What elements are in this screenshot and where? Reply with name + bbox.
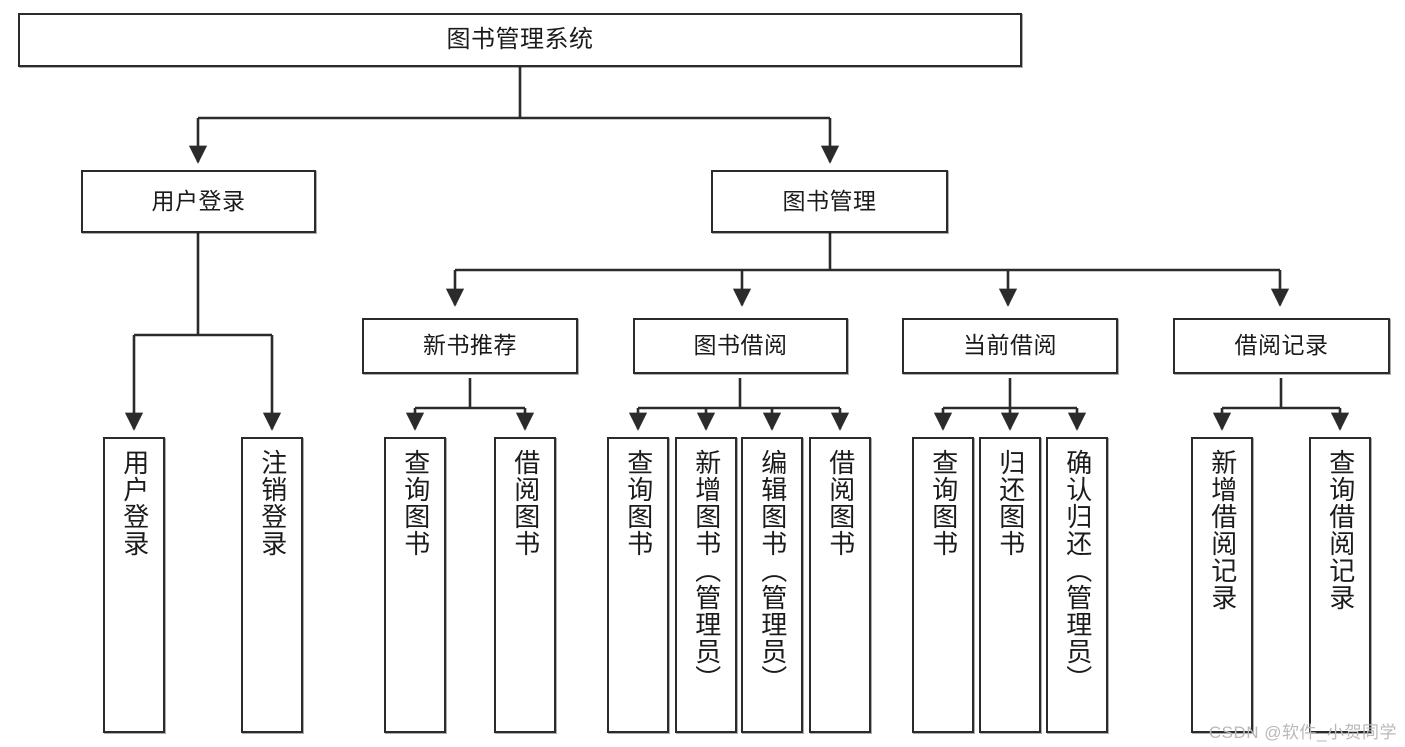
node-root-book-management-system[interactable]: 图书管理系统 <box>18 13 1022 67</box>
node-new-book-recommend[interactable]: 新书推荐 <box>362 318 578 374</box>
node-leaf-user-login[interactable]: 用户登录 <box>103 437 165 733</box>
node-label: 图书管理 <box>782 187 877 214</box>
node-leaf-query-book-3[interactable]: 查询图书 <box>912 437 974 733</box>
node-leaf-return-book[interactable]: 归还图书 <box>979 437 1041 733</box>
node-label: 新增图书（管理员） <box>691 449 722 692</box>
node-current-borrow[interactable]: 当前借阅 <box>902 318 1118 374</box>
node-label: 确认归还（管理员） <box>1062 449 1093 692</box>
node-label: 注销登录 <box>257 449 288 557</box>
node-borrow-record[interactable]: 借阅记录 <box>1173 318 1390 374</box>
node-leaf-borrow-book-1[interactable]: 借阅图书 <box>494 437 556 733</box>
node-user-login[interactable]: 用户登录 <box>81 170 316 233</box>
node-label: 图书管理系统 <box>446 25 594 53</box>
node-label: 查询图书 <box>623 449 654 557</box>
node-label: 查询图书 <box>928 449 959 557</box>
node-leaf-query-book-2[interactable]: 查询图书 <box>607 437 669 733</box>
node-label: 查询借阅记录 <box>1325 449 1356 611</box>
node-label: 当前借阅 <box>963 332 1057 359</box>
node-label: 归还图书 <box>995 449 1026 557</box>
node-label: 用户登录 <box>151 187 246 214</box>
node-label: 借阅记录 <box>1234 332 1329 359</box>
node-leaf-add-record[interactable]: 新增借阅记录 <box>1191 437 1253 733</box>
node-leaf-edit-book[interactable]: 编辑图书（管理员） <box>741 437 803 733</box>
node-label: 借阅图书 <box>510 449 541 557</box>
node-label: 编辑图书（管理员） <box>757 449 788 692</box>
csdn-watermark: CSDN @软件_小贺同学 <box>1208 723 1397 742</box>
node-label: 新增借阅记录 <box>1207 449 1238 611</box>
node-book-manage[interactable]: 图书管理 <box>711 170 948 233</box>
node-leaf-add-book[interactable]: 新增图书（管理员） <box>675 437 737 733</box>
node-leaf-confirm-return[interactable]: 确认归还（管理员） <box>1046 437 1108 733</box>
node-label: 图书借阅 <box>693 332 788 359</box>
node-leaf-query-book-1[interactable]: 查询图书 <box>384 437 446 733</box>
node-label: 查询图书 <box>400 449 431 557</box>
node-leaf-query-record[interactable]: 查询借阅记录 <box>1309 437 1371 733</box>
node-label: 新书推荐 <box>423 332 517 359</box>
node-leaf-borrow-book-2[interactable]: 借阅图书 <box>809 437 871 733</box>
node-label: 用户登录 <box>119 449 150 557</box>
node-leaf-logout-login[interactable]: 注销登录 <box>241 437 303 733</box>
node-label: 借阅图书 <box>825 449 856 557</box>
node-book-borrow[interactable]: 图书借阅 <box>633 318 848 374</box>
